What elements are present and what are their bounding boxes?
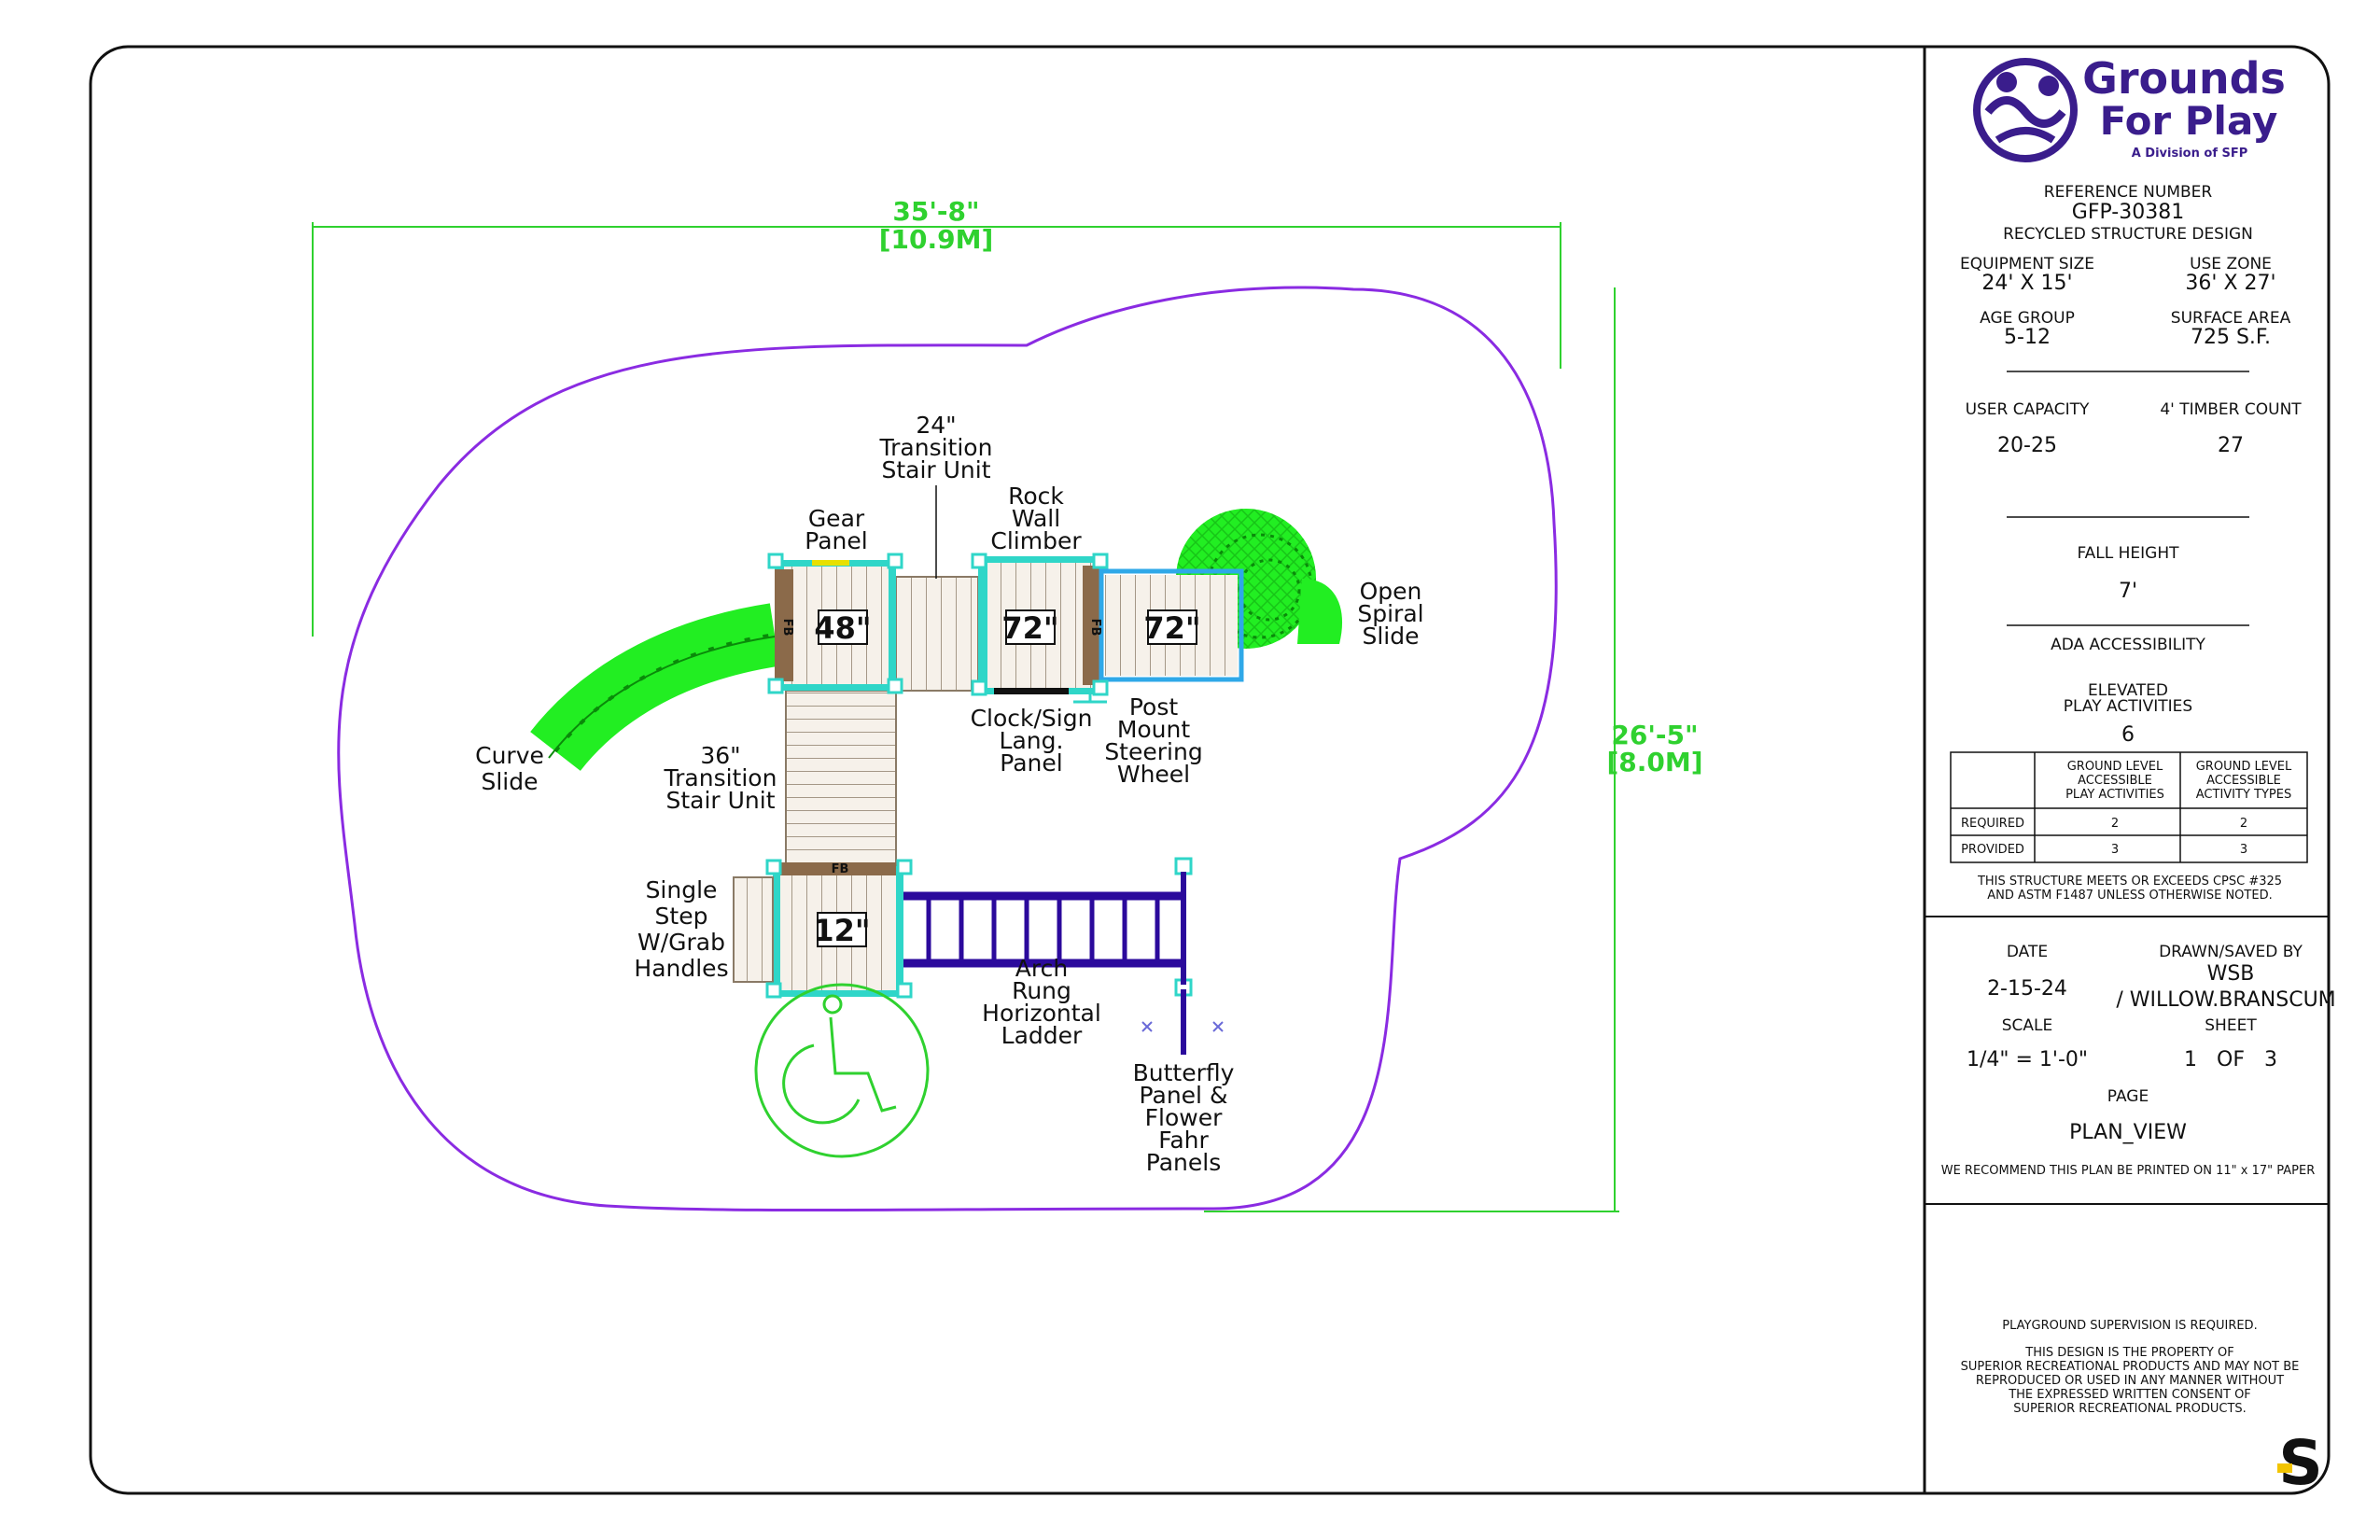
butterfly-panel-posts bbox=[1141, 1021, 1224, 1032]
height-dimension-m: [8.0M] bbox=[1606, 747, 1702, 777]
use-zone-label: USE ZONE bbox=[2190, 255, 2272, 273]
height-dimension-ft: 26'-5" bbox=[1611, 720, 1698, 750]
elevated-activities-label-1: ELEVATED bbox=[2088, 681, 2168, 700]
page-label: PAGE bbox=[2107, 1087, 2149, 1106]
user-capacity-label: USER CAPACITY bbox=[1966, 400, 2090, 419]
table-row-provided-label: PROVIDED bbox=[1961, 843, 2024, 857]
age-group-label: AGE GROUP bbox=[1980, 309, 2075, 328]
page-name: PLAN_VIEW bbox=[2069, 1121, 2187, 1144]
deck-height-12: 12" bbox=[813, 913, 870, 948]
fb-marker-2: FB bbox=[1088, 619, 1102, 637]
superior-logo: S bbox=[2277, 1427, 2323, 1499]
age-group: 5-12 bbox=[2004, 326, 2051, 349]
sheet-number: 1 OF 3 bbox=[2184, 1048, 2277, 1071]
transition-stair-24 bbox=[895, 576, 979, 692]
date-label: DATE bbox=[2007, 943, 2048, 961]
logo-text-for-play: For Play bbox=[2100, 98, 2278, 144]
compliance-note-1: THIS STRUCTURE MEETS OR EXCEEDS CPSC #32… bbox=[1977, 875, 2282, 889]
use-zone-boundary bbox=[337, 286, 1558, 1212]
accessibility-table bbox=[1950, 751, 2308, 863]
timber-count-label: 4' TIMBER COUNT bbox=[2160, 400, 2302, 419]
equipment-size: 24' X 15' bbox=[1981, 272, 2072, 295]
fall-height: 7' bbox=[2119, 580, 2137, 603]
fb-marker-1: FB bbox=[780, 619, 794, 637]
steering-wheel bbox=[1073, 694, 1107, 704]
sheet-label: SHEET bbox=[2205, 1016, 2257, 1035]
dimension-height bbox=[1204, 287, 1619, 1212]
table-row-provided-2: 3 bbox=[2240, 843, 2247, 857]
equipment-size-label: EQUIPMENT SIZE bbox=[1960, 255, 2094, 273]
dimension-width bbox=[312, 222, 1561, 637]
fb-marker-3: FB bbox=[832, 862, 849, 876]
ada-accessibility-label: ADA ACCESSIBILITY bbox=[2051, 636, 2205, 654]
timber-count: 27 bbox=[2218, 434, 2244, 457]
deck-height-72-a: 72" bbox=[1001, 610, 1058, 646]
drawn-by-label: DRAWN/SAVED BY bbox=[2159, 943, 2303, 961]
date: 2-15-24 bbox=[1987, 977, 2067, 1001]
reference-number: GFP-30381 bbox=[2072, 201, 2184, 224]
print-recommendation: WE RECOMMEND THIS PLAN BE PRINTED ON 11"… bbox=[1941, 1164, 2316, 1178]
table-row-provided-1: 3 bbox=[2111, 843, 2119, 857]
reference-number-label: REFERENCE NUMBER bbox=[2044, 183, 2213, 202]
table-row-required-label: REQUIRED bbox=[1961, 817, 2024, 831]
posts bbox=[765, 553, 1193, 999]
sheet-border bbox=[89, 45, 2331, 1495]
surface-area-label: SURFACE AREA bbox=[2171, 309, 2291, 328]
use-zone: 36' X 27' bbox=[2185, 272, 2275, 295]
wheelchair-accessible-icon bbox=[754, 983, 930, 1158]
user-capacity: 20-25 bbox=[1997, 434, 2057, 457]
table-row-required-2: 2 bbox=[2240, 817, 2247, 831]
surface-area: 725 S.F. bbox=[2191, 326, 2271, 349]
drawn-by-initials: WSB bbox=[2207, 962, 2255, 986]
elevated-activities-label-2: PLAY ACTIVITIES bbox=[2064, 697, 2192, 716]
logo-text-grounds: Grounds bbox=[2082, 53, 2286, 104]
scale-label: SCALE bbox=[2002, 1016, 2053, 1035]
compliance-note-2: AND ASTM F1487 UNLESS OTHERWISE NOTED. bbox=[1987, 889, 2272, 903]
width-dimension-m: [10.9M] bbox=[879, 224, 994, 255]
width-dimension-ft: 35'-8" bbox=[892, 196, 979, 227]
design-type: RECYCLED STRUCTURE DESIGN bbox=[2003, 225, 2253, 244]
fall-height-label: FALL HEIGHT bbox=[2077, 544, 2179, 563]
logo-tagline: A Division of SFP bbox=[2132, 147, 2248, 161]
deck-72-a bbox=[978, 556, 1101, 694]
table-row-required-1: 2 bbox=[2111, 817, 2119, 831]
arch-rung-horizontal-ladder bbox=[903, 872, 1186, 1055]
transition-stair-36 bbox=[785, 690, 897, 867]
deck-height-48: 48" bbox=[814, 610, 871, 646]
scale: 1/4" = 1'-0" bbox=[1967, 1048, 2088, 1071]
curve-slide bbox=[530, 603, 780, 772]
elevated-activities-value: 6 bbox=[2121, 723, 2135, 747]
supervision-note: PLAYGROUND SUPERVISION IS REQUIRED. bbox=[2002, 1319, 2257, 1333]
brand-logo bbox=[1973, 58, 2078, 162]
deck-height-72-b: 72" bbox=[1143, 610, 1200, 646]
svg-text:S: S bbox=[2278, 1427, 2323, 1499]
drawn-by-name: / WILLOW.BRANSCUM bbox=[2116, 988, 2335, 1012]
